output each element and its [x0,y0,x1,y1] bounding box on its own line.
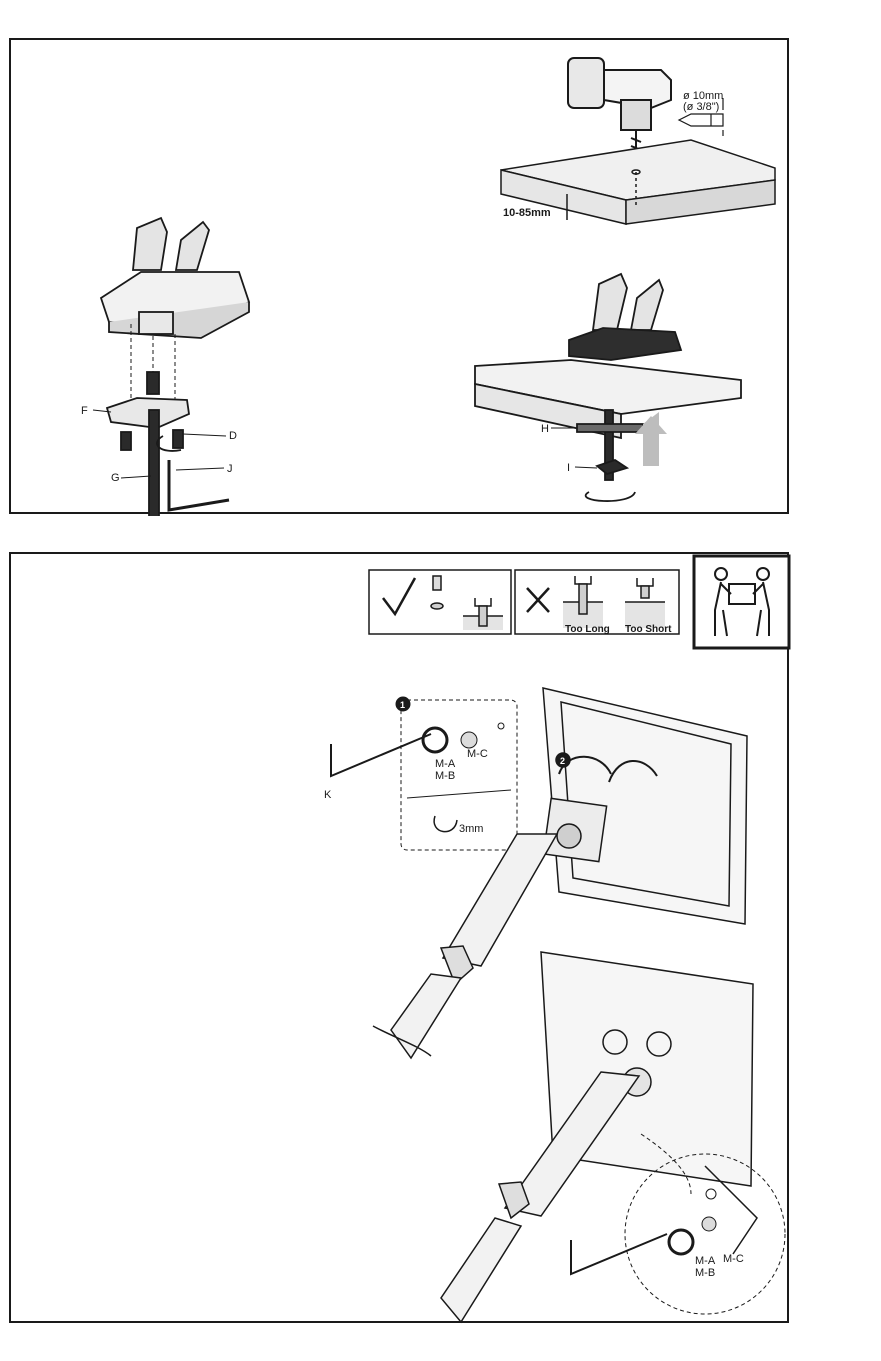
arm-lower [441,1072,639,1322]
part-label-g: G [111,472,120,484]
washer-label: M-C [467,748,488,760]
gap-label: 3mm [459,823,483,835]
step-2-badge: 2 [560,756,565,766]
panel-clamp-installation: ø 10mm (ø 3/8") 10-85mm [9,38,789,514]
mount-leader-lines [551,428,597,468]
part-label-d: D [229,430,237,442]
hole-diameter-imperial-label: (ø 3/8") [683,101,719,113]
part-label-j: J [227,463,233,475]
step-1-badge: 1 [400,700,405,710]
too-short-label: Too Short [625,624,672,635]
monitor-illustration: Too Long Too Short 1 K M-A M-B M-C 3mm [11,554,791,1325]
panel-monitor-installation: Too Long Too Short 1 K M-A M-B M-C 3mm [9,552,789,1323]
part-label-f: F [81,405,88,417]
too-long-label: Too Long [565,624,610,635]
magnified-screw-a-label: M-A [695,1255,716,1267]
two-person-lift-icon [694,556,789,648]
key-label: K [324,789,332,801]
mount-base-exploded [101,218,249,338]
arm-upper [373,834,557,1058]
magnified-washer-label: M-C [723,1253,744,1265]
correct-screw-box [369,570,511,634]
screw-a-label: M-A [435,758,456,770]
monitor-back-top [543,688,747,924]
mount-on-desk [475,274,741,501]
desk-thickness-label: 10-85mm [503,207,551,219]
clamp-plate [107,372,229,516]
clamp-illustration: ø 10mm (ø 3/8") 10-85mm [11,40,791,516]
magnified-screw-b-label: M-B [695,1267,715,1279]
part-label-i: I [567,462,570,474]
screw-detail-box [331,697,517,850]
screw-b-label: M-B [435,770,455,782]
part-label-h: H [541,423,549,435]
